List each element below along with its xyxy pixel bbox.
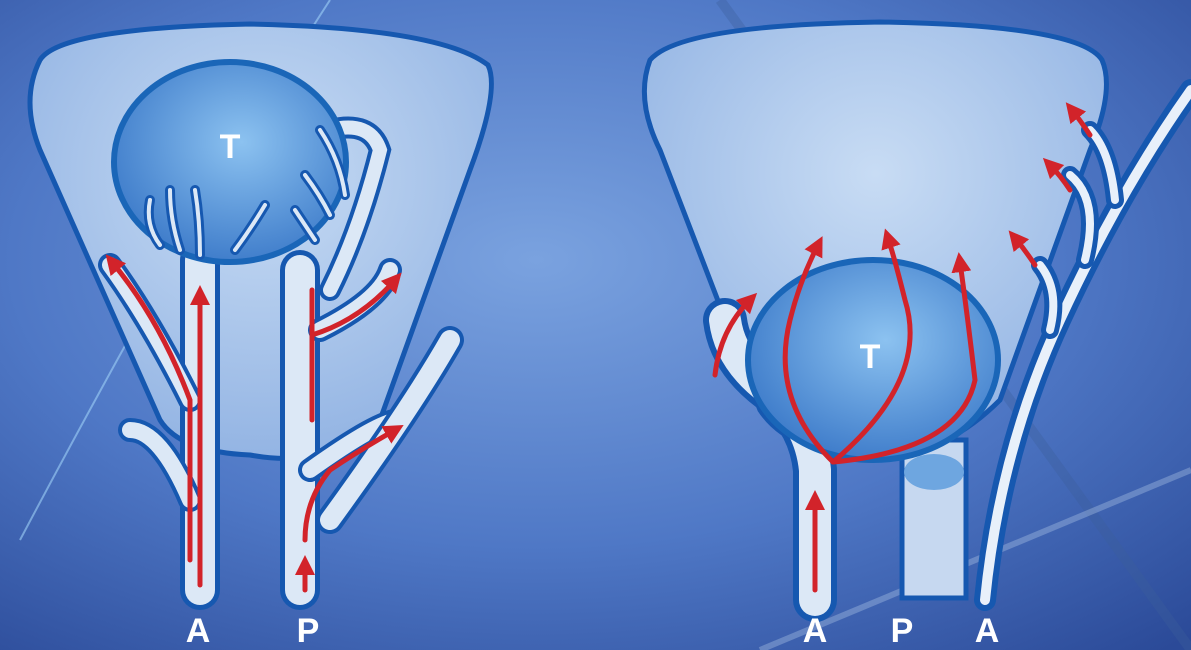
- vessel-label-posterior: P: [278, 614, 338, 648]
- vessel-posterior: [902, 440, 966, 598]
- tumor-label-right: T: [840, 340, 900, 374]
- tumor-label-left: T: [200, 130, 260, 164]
- vessel-label-anterior: A: [168, 614, 228, 648]
- vessel-label-posterior: P: [872, 614, 932, 648]
- vessel-label-anterior-right: A: [957, 614, 1017, 648]
- vessel-label-anterior-left: A: [785, 614, 845, 648]
